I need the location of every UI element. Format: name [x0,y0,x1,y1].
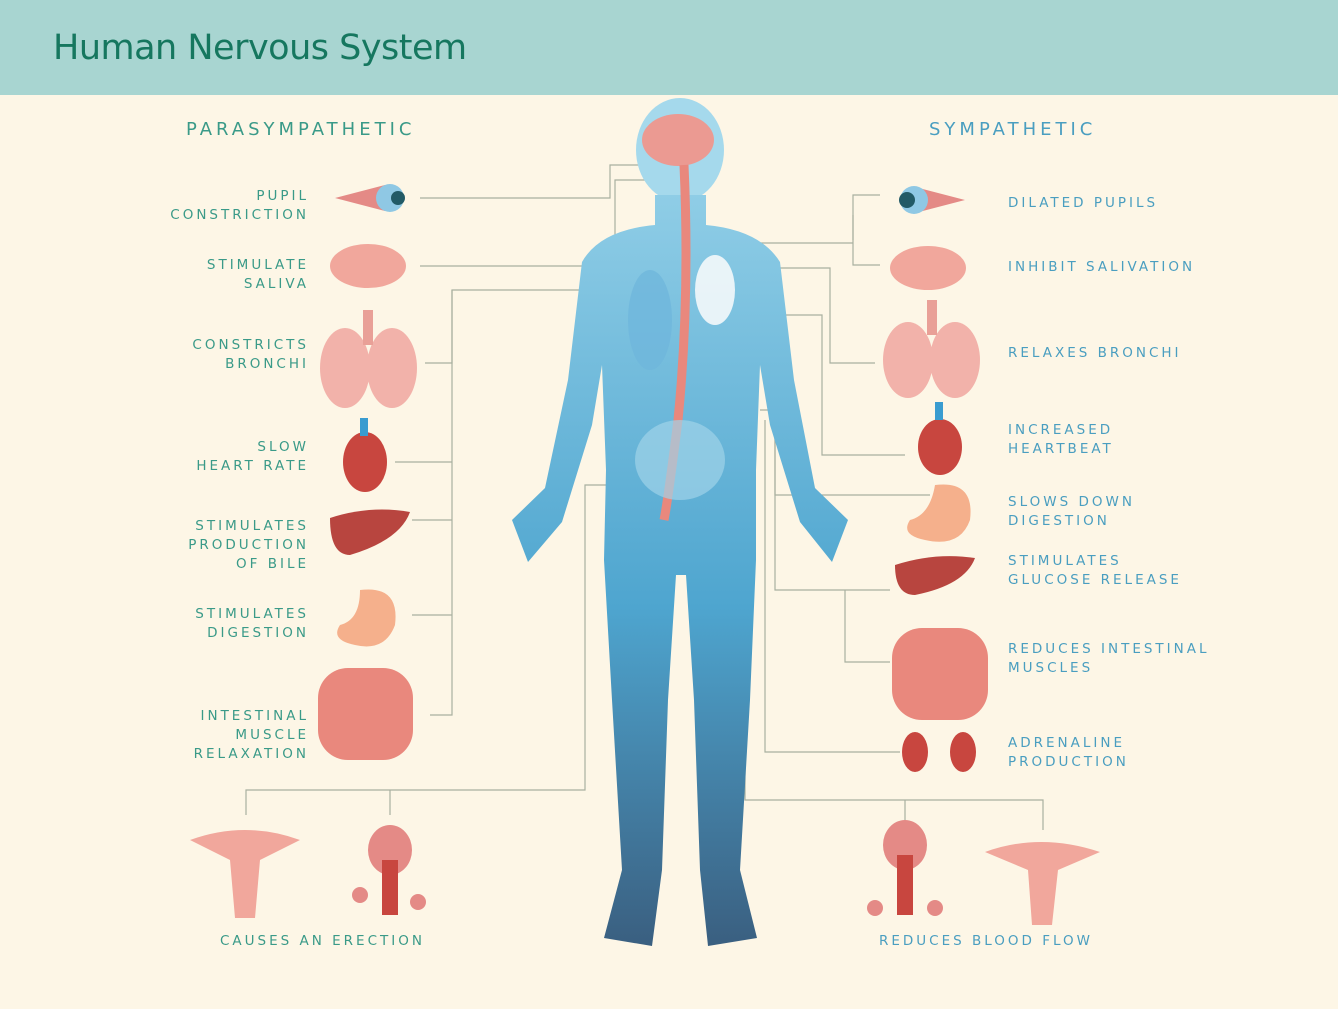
stomach-icon [337,589,396,647]
effect-dilated-pupils: DILATED PUPILS [1008,195,1159,211]
eye-icon [335,184,405,212]
liver-icon [330,509,410,555]
effect-reduces-intestinal: REDUCES INTESTINAL MUSCLES [1008,641,1210,676]
tongue-icon [890,246,966,290]
effect-slow-heart-rate: SLOW HEART RATE [196,439,309,474]
parasympathetic-organ-icons [190,184,426,918]
sympathetic-heading: SYMPATHETIC [929,119,1097,140]
tongue-icon [330,244,406,288]
eye-icon [899,186,965,214]
effect-stimulates-digestion: STIMULATES DIGESTION [195,606,309,641]
lungs-icon [320,310,417,408]
page-title: Human Nervous System [53,28,467,68]
effect-constricts-bronchi: CONSTRICTS BRONCHI [192,337,309,372]
brain-icon [642,114,714,166]
human-body-silhouette [512,98,848,946]
lungs-icon [883,300,980,398]
sympathetic-organ-icons [867,186,1100,925]
male-reproductive-icon [352,825,426,915]
effect-slows-digestion: SLOWS DOWN DIGESTION [1008,494,1135,529]
female-reproductive-icon [985,842,1100,925]
effect-pupil-constriction: PUPIL CONSTRICTION [170,188,309,223]
effect-reduces-blood-flow: REDUCES BLOOD FLOW [879,933,1094,949]
effect-relaxes-bronchi: RELAXES BRONCHI [1008,345,1182,361]
intestines-icon [892,628,988,720]
parasympathetic-heading: PARASYMPATHETIC [186,119,416,140]
effect-intestinal-relaxation: INTESTINAL MUSCLE RELAXATION [193,708,309,762]
stomach-icon [907,484,971,542]
female-reproductive-icon [190,830,300,918]
effect-stimulates-bile: STIMULATES PRODUCTION OF BILE [188,518,309,572]
intestines-icon [318,668,413,760]
kidneys-icon [902,732,976,772]
effect-inhibit-salivation: INHIBIT SALIVATION [1008,259,1196,275]
male-reproductive-icon [867,820,943,916]
heart-icon [343,418,387,492]
liver-icon [895,556,975,595]
effect-increased-heartbeat: INCREASED HEARTBEAT [1008,422,1114,457]
header-bar: Human Nervous System [0,0,1338,95]
effect-glucose-release: STIMULATES GLUCOSE RELEASE [1008,553,1182,588]
effect-adrenaline: ADRENALINE PRODUCTION [1008,735,1129,770]
effect-causes-erection: CAUSES AN ERECTION [220,933,425,949]
effect-stimulate-saliva: STIMULATE SALIVA [206,257,309,292]
heart-icon [918,402,962,475]
